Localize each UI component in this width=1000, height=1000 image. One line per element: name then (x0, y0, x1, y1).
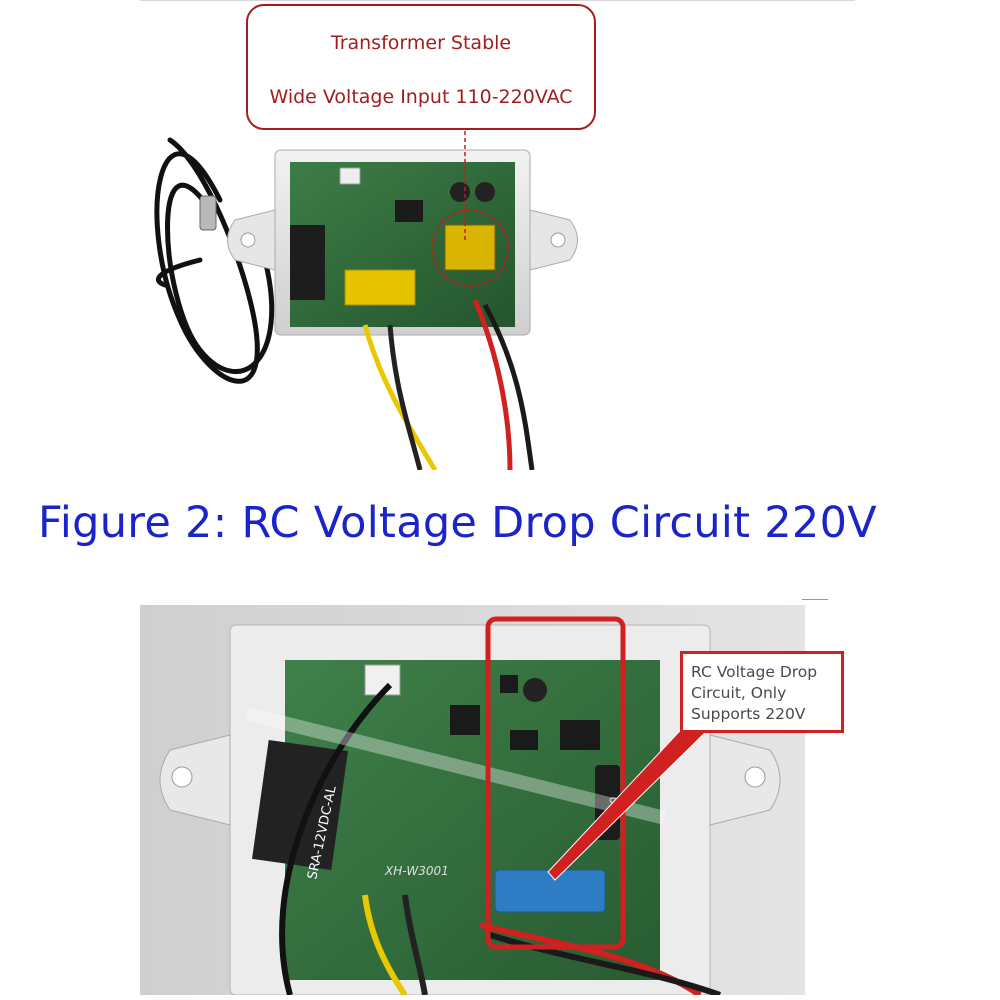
power-wires (279, 682, 722, 995)
probe-cable-overlay (244, 706, 666, 825)
board-model-marking: XH-W3001 (384, 864, 449, 878)
power-wires (362, 299, 535, 470)
figure-caption: Figure 2: RC Voltage Drop Circuit 220V (38, 498, 877, 548)
callout-text-line: RC Voltage Drop (691, 663, 818, 681)
relay (290, 225, 325, 300)
mounting-ear-left (159, 734, 231, 826)
transformer-highlight-ring (431, 209, 509, 287)
bottom-callout-pointer (547, 720, 719, 881)
transformer-callout-box: Transformer Stable Wide Voltage Input 11… (246, 4, 596, 130)
callout-text-line: Circuit, Only (691, 684, 787, 702)
callout-text-line: Transformer Stable (330, 32, 512, 54)
transformer (444, 224, 496, 271)
top-edge-line (140, 0, 855, 1)
callout-text-line: Supports 220V (691, 705, 806, 723)
rc-circuit-callout-box: RC Voltage Drop Circuit, Only Supports 2… (680, 651, 844, 733)
transformer-board-photo (154, 137, 578, 470)
callout-text-line: Wide Voltage Input 110-220VAC (269, 86, 573, 108)
temperature-probe-cable (154, 137, 275, 384)
rc-circuit-highlight-frame (485, 616, 626, 950)
corner-mark (802, 594, 828, 600)
top-callout-leader (464, 110, 466, 240)
yellow-capacitor (344, 269, 416, 306)
probe-tip (199, 195, 217, 231)
